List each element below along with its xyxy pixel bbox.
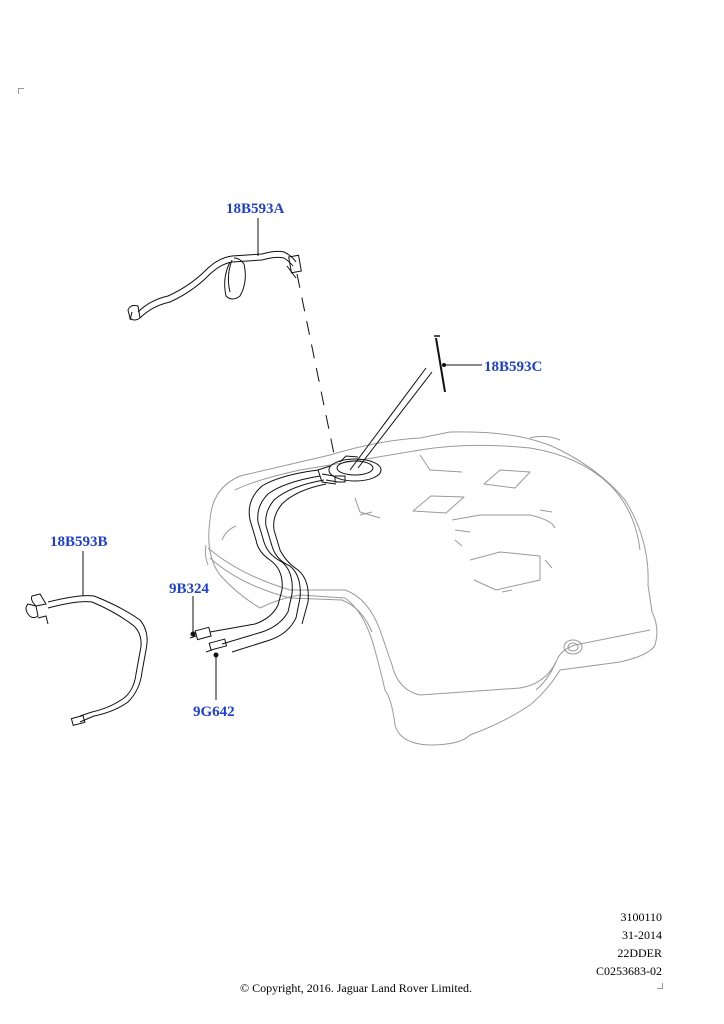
hose-18B593B [25,593,148,727]
fuel-lines-tank [189,469,327,653]
fuel-pump-module [317,455,382,485]
copyright-notice: © Copyright, 2016. Jaguar Land Rover Lim… [239,981,473,995]
corner-mark-top-left [18,88,24,94]
drawing-info: 3100110 31-2014 22DDER C0253683-02 [596,908,662,980]
fuel-tank [204,431,658,746]
corner-mark-bottom-right [657,983,663,989]
info-line-2: 31-2014 [622,928,662,942]
hose-18B593A [127,250,302,321]
callout-9B324[interactable]: 9B324 [169,581,210,597]
leader-lines [82,218,482,700]
callout-18B593B[interactable]: 18B593B [50,534,108,550]
dashed-connector [296,273,335,455]
info-line-1: 3100110 [620,910,662,924]
callout-18B593A[interactable]: 18B593A [226,201,285,217]
callout-9G642[interactable]: 9G642 [193,704,235,720]
callout-18B593C[interactable]: 18B593C [484,359,543,375]
info-line-4: C0253683-02 [596,964,662,978]
part-18B593C [349,335,446,471]
info-line-3: 22DDER [617,946,662,960]
